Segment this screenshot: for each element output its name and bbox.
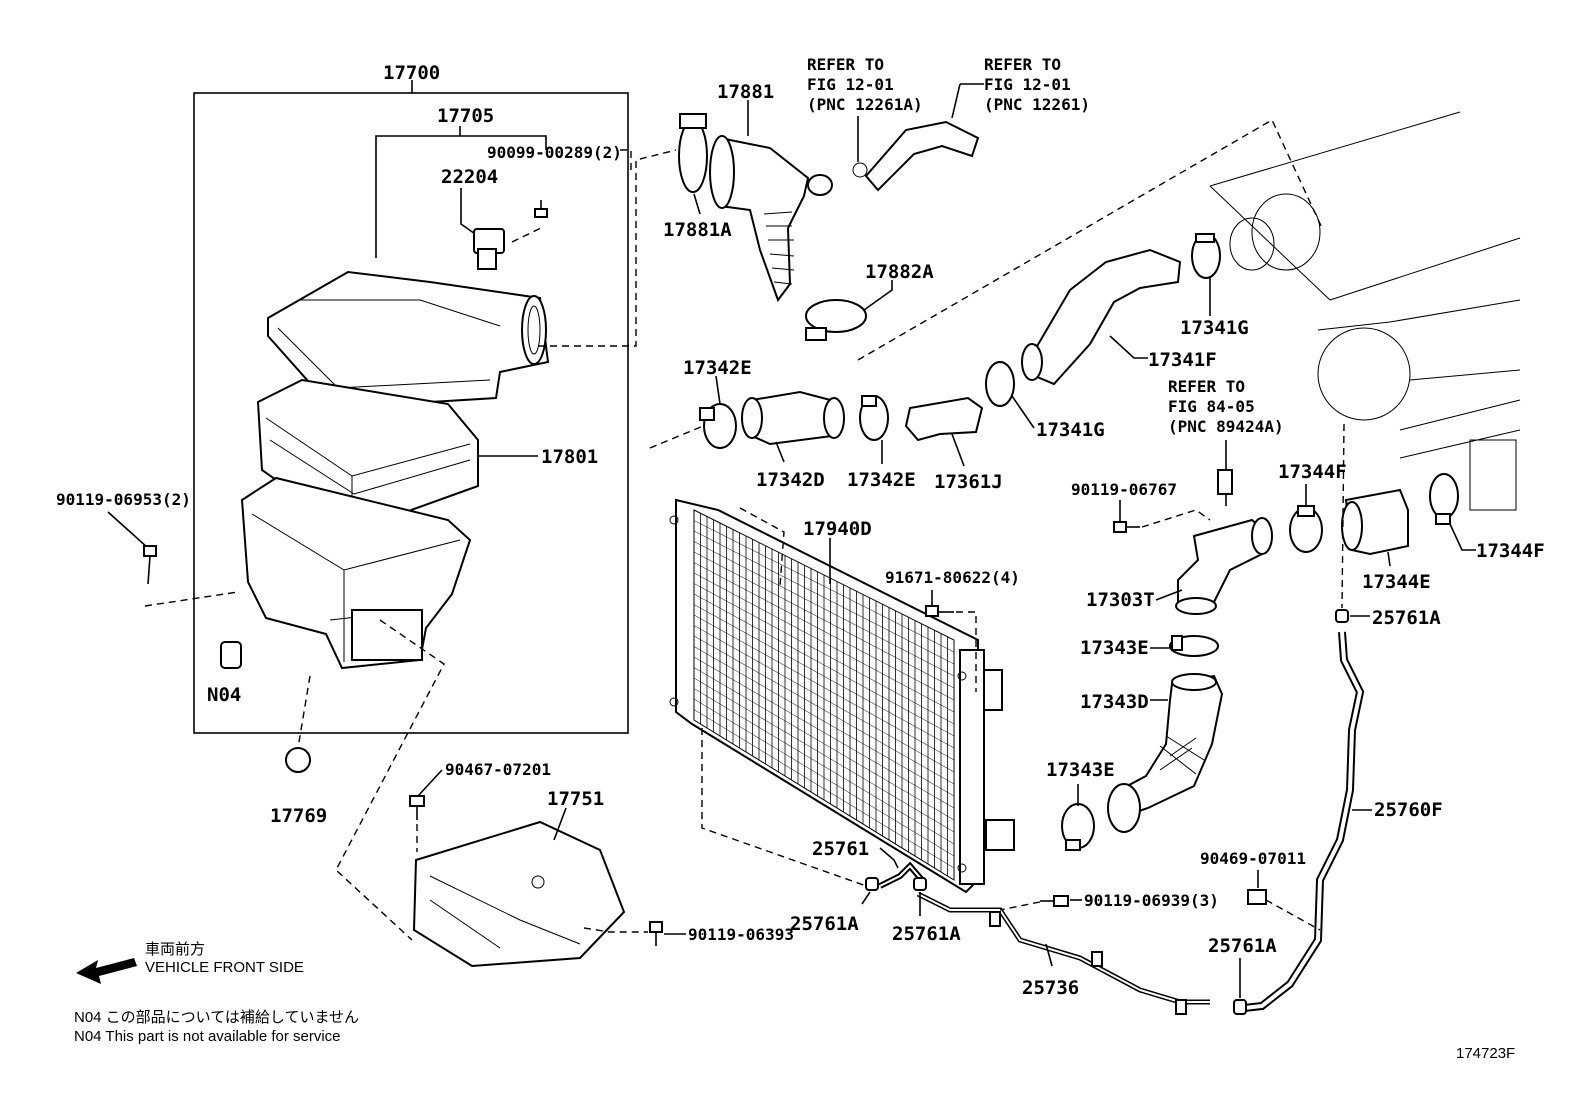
air-cleaner-lower-case: [240, 476, 472, 670]
label-90467-07201: 90467-07201: [445, 760, 551, 779]
hose-17361J: [904, 396, 984, 442]
label-22204: 22204: [441, 166, 498, 188]
intercooler-core-17940D: [669, 498, 1015, 894]
bolt-91671-80622: [925, 605, 954, 617]
airflow-meter-sensor-22204: [473, 228, 505, 270]
clamp-17342E-upper: [699, 403, 737, 449]
label-90119-06393: 90119-06393: [688, 925, 794, 944]
label-17769: 17769: [270, 805, 327, 827]
n04-note-en: N04 This part is not available for servi…: [74, 1028, 341, 1045]
label-25761A-middle: 25761A: [892, 923, 961, 945]
clamp-17344F-upper: [1289, 505, 1323, 553]
sensor-connector: [1217, 469, 1233, 506]
refer-note-89424A: REFER TO FIG 84-05 (PNC 89424A): [1168, 377, 1284, 436]
label-90469-07011: 90469-07011: [1200, 849, 1306, 868]
pcv-hose: [864, 120, 980, 192]
label-17342E-upper: 17342E: [683, 357, 752, 379]
clamp-17882A: [805, 299, 867, 341]
vacuum-pipe-25736: [916, 891, 1210, 1015]
label-17343E-upper: 17343E: [1080, 637, 1149, 659]
hose-17342D: [741, 390, 845, 446]
air-intake-duct-17751: [412, 820, 626, 968]
label-25736: 25736: [1022, 977, 1079, 999]
label-17343E-lower: 17343E: [1046, 759, 1115, 781]
label-17882A: 17882A: [865, 261, 934, 283]
screw-90099-00289: [534, 200, 548, 218]
label-N04: N04: [207, 684, 241, 706]
clamp-17342E-lower: [859, 395, 889, 441]
label-17801: 17801: [541, 446, 598, 468]
direction-label-en: VEHICLE FRONT SIDE: [145, 959, 304, 976]
clamp-17343E-upper: [1169, 635, 1219, 657]
hose-17344E: [1341, 488, 1409, 556]
label-17344F-upper: 17344F: [1278, 461, 1347, 483]
hose-17343D: [1107, 673, 1224, 833]
vacuum-hose-25761: [878, 861, 925, 889]
clamp-17344F-right: [1429, 473, 1459, 525]
label-25761A-left: 25761A: [790, 913, 859, 935]
clamp-17881A: [678, 113, 708, 193]
bolt-90119-06767: [1113, 521, 1140, 533]
label-25761A-top: 25761A: [1372, 607, 1441, 629]
label-17342D: 17342D: [756, 469, 825, 491]
grommet-N04: [220, 641, 242, 669]
direction-label-jp: 車両前方: [145, 941, 205, 958]
hose-clip-25761A-top: [1335, 609, 1349, 623]
figure-id: 174723F: [1456, 1045, 1515, 1062]
label-90099-00289: 90099-00289(2): [487, 143, 622, 162]
refer-note-12261: REFER TO FIG 12-01 (PNC 12261): [984, 55, 1090, 114]
bolt-90119-06393: [649, 921, 663, 946]
outlet-pipe-17303T: [1175, 517, 1273, 615]
bolt-90119-06953: [143, 545, 157, 585]
label-17344E: 17344E: [1362, 571, 1431, 593]
hose-clip-25761A-bottom: [1233, 999, 1247, 1015]
label-17341G-upper: 17341G: [1180, 317, 1249, 339]
label-17303T: 17303T: [1086, 589, 1155, 611]
clamp-17341G-middle: [985, 361, 1015, 407]
label-17341G-middle: 17341G: [1036, 419, 1105, 441]
grommet-17769: [285, 747, 311, 773]
hose-17341F: [1021, 248, 1182, 386]
label-17342E-lower: 17342E: [847, 469, 916, 491]
label-25760F: 25760F: [1374, 799, 1443, 821]
label-17341F: 17341F: [1148, 349, 1217, 371]
label-17751: 17751: [547, 788, 604, 810]
clamp-17341G-upper: [1191, 233, 1221, 279]
hose-clip-25761A-middle: [913, 877, 927, 891]
label-90119-06939: 90119-06939(3): [1084, 891, 1219, 910]
air-cleaner-group-frame: [193, 92, 629, 734]
label-17361J: 17361J: [934, 471, 1003, 493]
vehicle-front-arrow-icon: [76, 958, 137, 984]
label-17940D: 17940D: [803, 518, 872, 540]
label-17705: 17705: [437, 105, 494, 127]
clamp-90469-07011: [1247, 889, 1267, 905]
clip-90467-07201: [409, 795, 425, 820]
clamp-17343E-lower: [1061, 803, 1095, 851]
vacuum-hose-25760F: [1243, 631, 1365, 1012]
air-cleaner-lid: [267, 270, 550, 410]
label-90119-06953: 90119-06953(2): [56, 490, 191, 509]
label-17700: 17700: [383, 62, 440, 84]
label-25761: 25761: [812, 838, 869, 860]
label-17881A: 17881A: [663, 219, 732, 241]
label-17343D: 17343D: [1080, 691, 1149, 713]
n04-note-jp: N04 この部品については補給していません: [74, 1009, 359, 1026]
refer-note-12261A: REFER TO FIG 12-01 (PNC 12261A): [807, 55, 923, 114]
engine-outline: [1209, 111, 1521, 511]
inlet-hose-17881: [709, 135, 833, 303]
label-25761A-bottom: 25761A: [1208, 935, 1277, 957]
label-17344F-right: 17344F: [1476, 540, 1545, 562]
label-91671-80622: 91671-80622(4): [885, 568, 1020, 587]
label-90119-06767: 90119-06767: [1071, 480, 1177, 499]
bolt-90119-06939: [1040, 895, 1069, 907]
hose-clip-25761A-left: [865, 877, 879, 891]
label-17881: 17881: [717, 81, 774, 103]
